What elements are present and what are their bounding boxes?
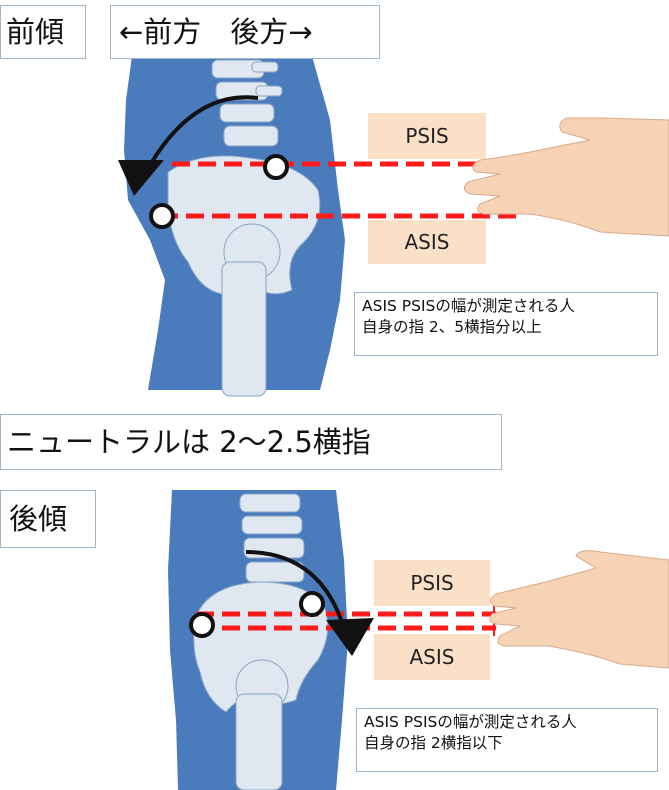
arrowhead-bottom-icon — [326, 618, 374, 656]
posterior-tilt-title-text: 後傾 — [9, 501, 68, 536]
asis-label-bottom-text: ASIS — [409, 645, 455, 669]
psis-marker-bottom-icon — [299, 591, 325, 617]
rotation-arrow-top-icon — [148, 95, 259, 167]
psis-label-bottom: PSIS — [374, 560, 490, 606]
anterior-note-line2: 自身の指 2、5横指分以上 — [362, 318, 542, 336]
body-silhouette-bottom — [168, 490, 348, 790]
anterior-tilt-note: ASIS PSISの幅が測定される人 自身の指 2、5横指分以上 — [354, 292, 658, 356]
hand-bottom-image — [489, 550, 669, 669]
psis-label-top: PSIS — [368, 113, 486, 159]
rotation-arrow-bottom-icon — [245, 550, 346, 629]
hand-top-image — [464, 117, 669, 237]
asis-marker-top-icon — [149, 203, 175, 229]
direction-label: ←前方 後方→ — [110, 5, 380, 59]
asis-marker-bottom-icon — [189, 612, 215, 638]
psis-marker-top-icon — [263, 154, 289, 180]
psis-label-top-text: PSIS — [405, 124, 449, 148]
arrowhead-top-icon — [118, 160, 164, 196]
asis-label-bottom: ASIS — [374, 634, 490, 680]
posterior-tilt-title: 後傾 — [0, 490, 96, 548]
anterior-tilt-title: 前傾 — [0, 5, 86, 59]
posterior-tilt-note: ASIS PSISの幅が測定される人 自身の指 2横指以下 — [356, 708, 658, 772]
neutral-label-text: ニュートラルは 2〜2.5横指 — [7, 424, 371, 459]
femur-bone-top — [221, 223, 281, 397]
asis-label-top-text: ASIS — [404, 230, 450, 254]
posterior-note-line1: ASIS PSISの幅が測定される人 — [364, 713, 577, 731]
spine-top — [211, 59, 283, 147]
asis-label-top: ASIS — [368, 220, 486, 264]
anterior-note-line1: ASIS PSISの幅が測定される人 — [362, 297, 575, 315]
femur-bone-bottom — [235, 659, 289, 790]
anterior-tilt-title-text: 前傾 — [6, 14, 65, 49]
pelvis-bone-bottom — [193, 581, 329, 713]
psis-label-bottom-text: PSIS — [410, 571, 454, 595]
direction-label-text: ←前方 後方→ — [119, 14, 313, 49]
posterior-note-line2: 自身の指 2横指以下 — [364, 734, 503, 752]
neutral-label: ニュートラルは 2〜2.5横指 — [0, 414, 502, 470]
anterior-tilt-figure — [118, 56, 669, 397]
spine-bottom — [239, 493, 305, 583]
